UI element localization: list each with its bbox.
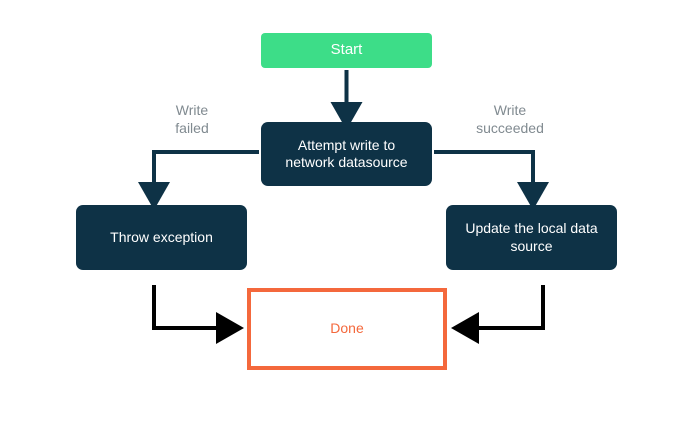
node-throw-exception[interactable]: Throw exception [76, 205, 247, 270]
edge-throw-to-done [152, 285, 244, 344]
node-throw-exception-label: Throw exception [110, 228, 213, 245]
edge-label-write-succeeded-line2: succeeded [476, 120, 544, 137]
edge-label-write-failed: Write failed [142, 101, 242, 137]
edge-label-write-succeeded-line1: Write [493, 102, 527, 118]
node-update-local-data-source-label: Update the local data source [465, 220, 597, 255]
node-update-line2: source [510, 237, 553, 254]
node-attempt-write-line2: network datasource [285, 154, 408, 170]
node-attempt-write-line1: Attempt write to [297, 136, 396, 153]
edge-label-write-failed-line2: failed [175, 120, 209, 137]
node-start[interactable]: Start [261, 33, 432, 68]
node-attempt-write-label: Attempt write to network datasource [285, 137, 407, 172]
node-update-line1: Update the local data [465, 220, 598, 236]
edge-label-write-failed-line1: Write [175, 102, 209, 118]
node-done-label: Done [330, 320, 364, 337]
node-attempt-write[interactable]: Attempt write to network datasource [261, 122, 432, 186]
node-start-label: Start [330, 41, 363, 59]
edge-attempt-to-update [434, 150, 549, 210]
node-done[interactable]: Done [247, 288, 447, 370]
edge-label-write-succeeded: Write succeeded [450, 101, 570, 137]
edge-update-to-done [451, 285, 545, 344]
edge-attempt-to-throw [138, 150, 259, 210]
node-update-local-data-source[interactable]: Update the local data source [446, 205, 617, 270]
